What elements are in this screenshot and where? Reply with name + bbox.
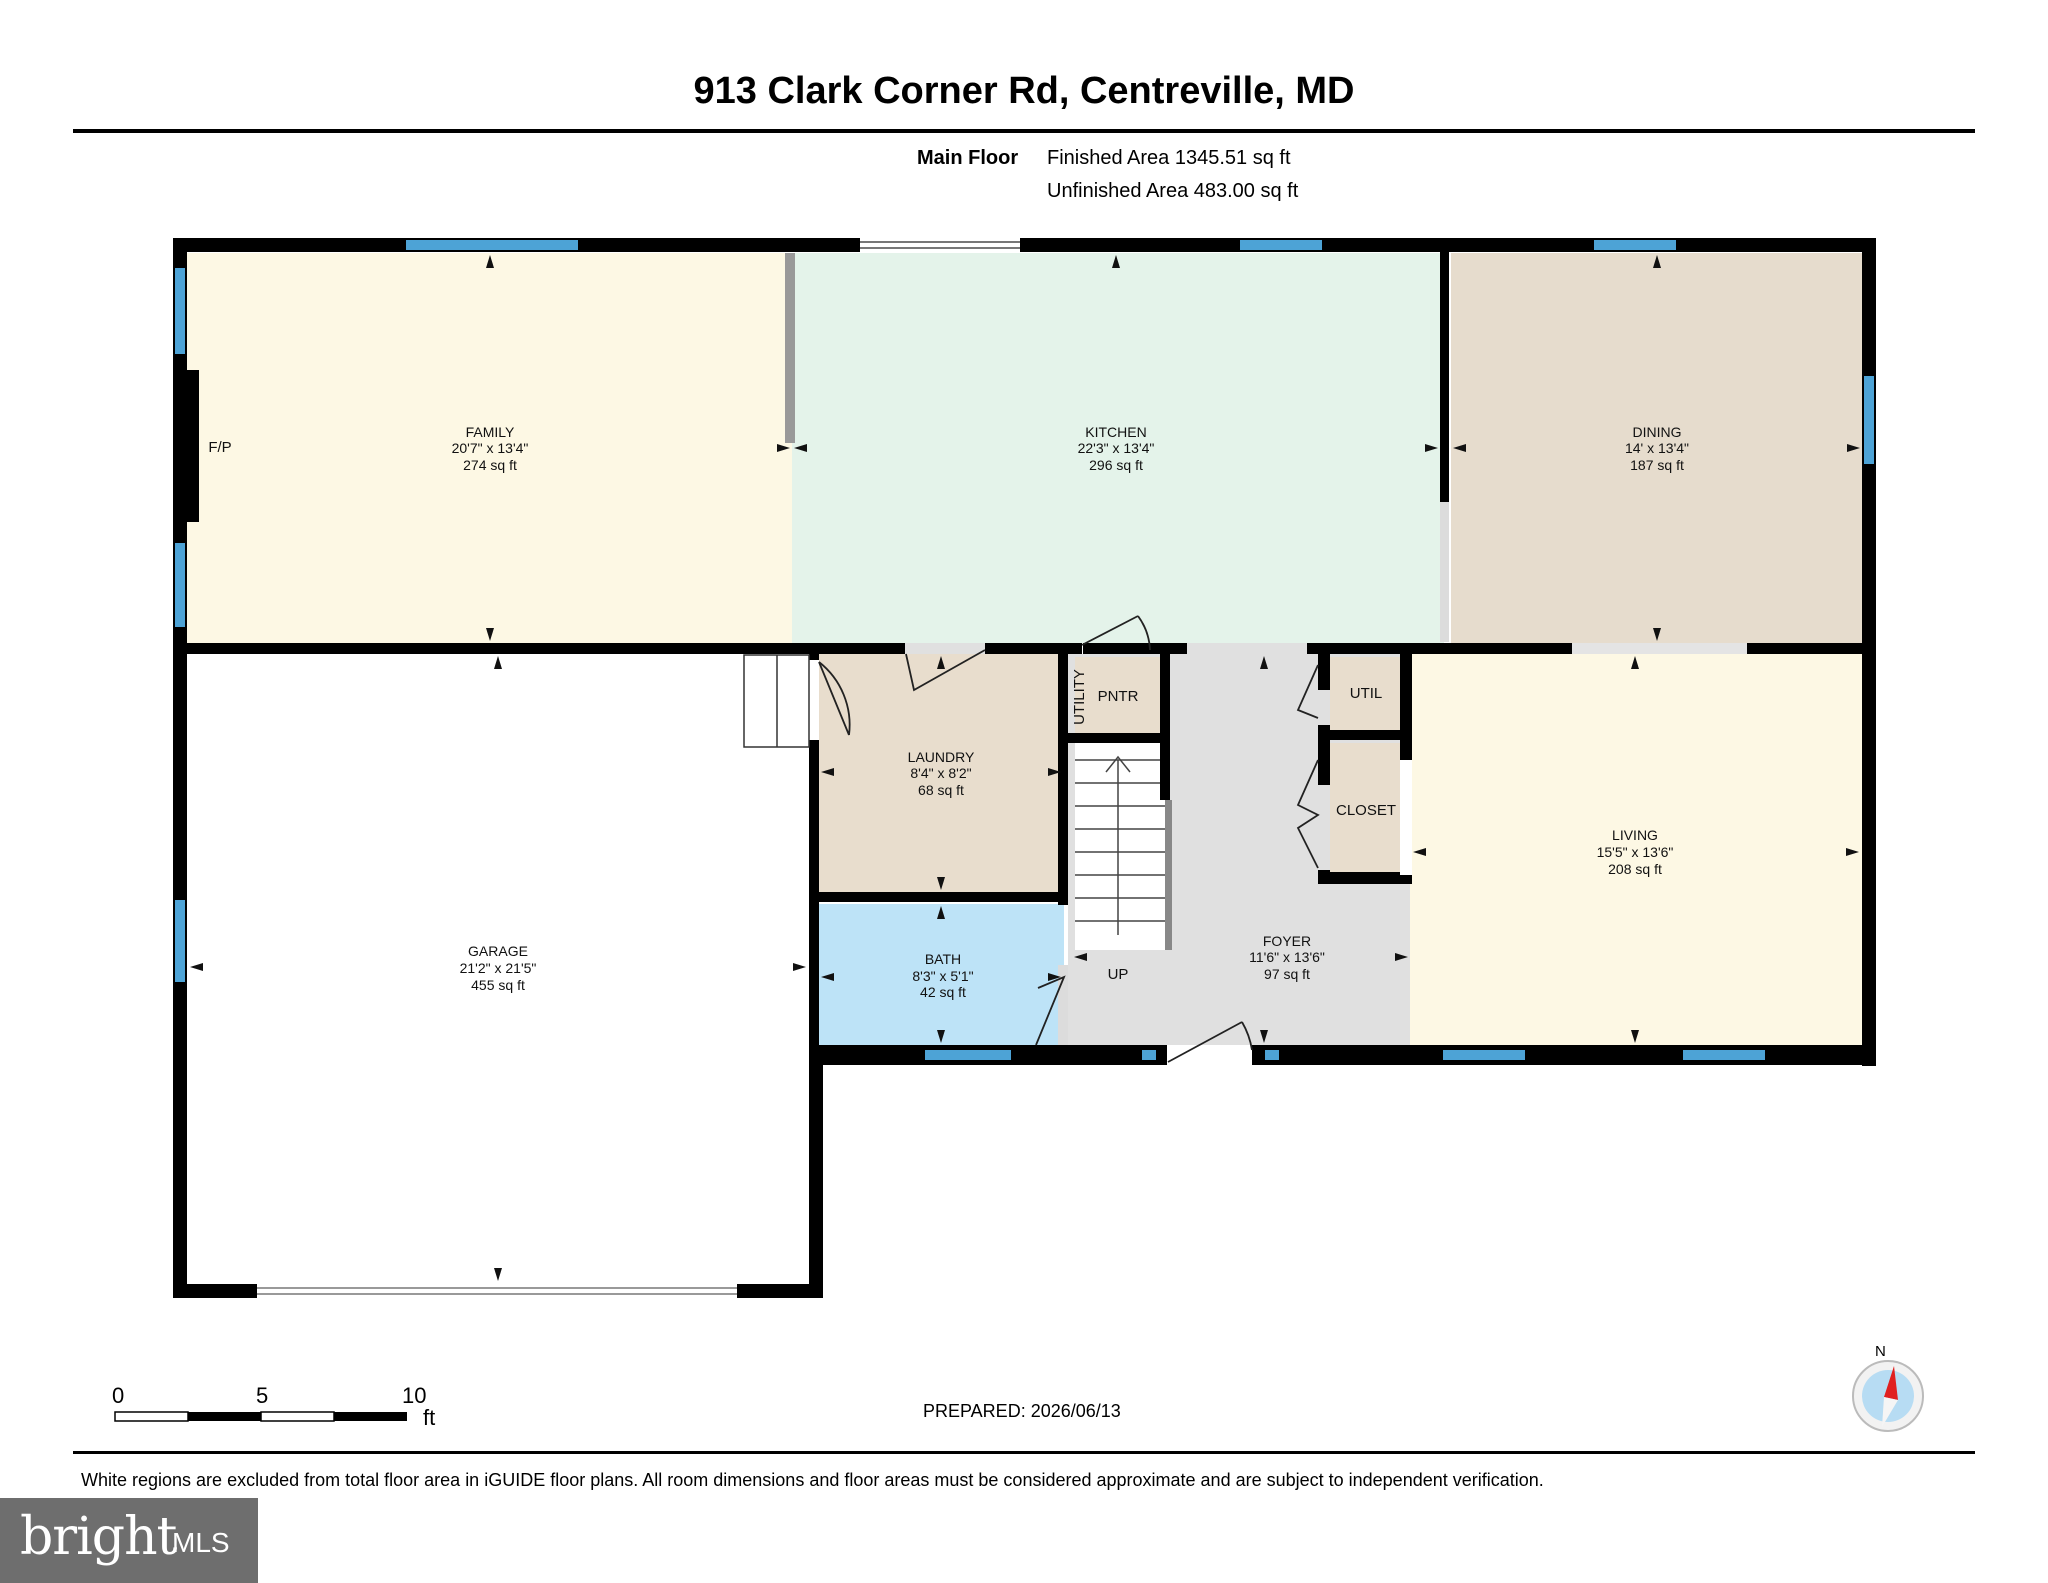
room-garage-fill <box>186 652 808 1288</box>
dimension-arrows <box>190 255 1860 1281</box>
utility-label: UTILITY <box>1071 669 1088 725</box>
dining-dims: 14' x 13'4" <box>1625 440 1689 456</box>
dining-name: DINING <box>1633 424 1682 440</box>
fireplace <box>187 370 199 522</box>
compass-north: N <box>1875 1343 1886 1360</box>
living-area: 208 sq ft <box>1608 861 1662 877</box>
bath-area: 42 sq ft <box>920 984 966 1000</box>
label-dining: DINING 14' x 13'4" 187 sq ft <box>1625 424 1689 473</box>
laundry-name: LAUNDRY <box>908 749 975 765</box>
footer-divider <box>73 1451 1975 1454</box>
pantry-label: PNTR <box>1098 688 1139 705</box>
room-laundry-fill <box>818 652 1064 897</box>
foyer-dims: 11'6" x 13'6" <box>1249 949 1325 965</box>
label-laundry: LAUNDRY 8'4" x 8'2" 68 sq ft <box>908 749 975 798</box>
finished-area: Finished Area 1345.51 sq ft <box>1047 147 1291 169</box>
disclaimer: White regions are excluded from total fl… <box>81 1470 1544 1490</box>
room-pantry-fill <box>1075 657 1161 735</box>
room-kitchen-fill <box>792 253 1444 645</box>
logo-brand: bright <box>20 1507 177 1567</box>
room-util-fill <box>1328 657 1404 731</box>
floor-name: Main Floor <box>917 147 1019 169</box>
label-bath: BATH 8'3" x 5'1" 42 sq ft <box>912 951 973 1000</box>
bright-mls-logo <box>0 1498 258 1583</box>
garage-area: 455 sq ft <box>471 977 525 993</box>
family-area: 274 sq ft <box>463 457 517 473</box>
kitchen-dims: 22'3" x 13'4" <box>1078 440 1155 456</box>
laundry-area: 68 sq ft <box>918 782 964 798</box>
scale-tick-5: 5 <box>256 1383 268 1408</box>
kitchen-name: KITCHEN <box>1085 424 1146 440</box>
label-foyer: FOYER 11'6" x 13'6" 97 sq ft <box>1249 933 1325 982</box>
door-swings <box>818 615 1320 1063</box>
label-family: FAMILY 20'7" x 13'4" 274 sq ft <box>452 424 529 473</box>
stairs-up-label: UP <box>1108 966 1129 983</box>
windows <box>175 240 1874 1060</box>
room-stairs-fill <box>1075 743 1165 950</box>
garage-name: GARAGE <box>468 943 528 959</box>
stairs <box>1075 755 1165 935</box>
scale-unit: ft <box>423 1405 435 1430</box>
dining-area: 187 sq ft <box>1630 457 1684 473</box>
counter-divider <box>785 253 795 443</box>
logo-suffix: MLS <box>172 1527 230 1558</box>
scale-tick-10: 10 <box>402 1383 426 1408</box>
family-name: FAMILY <box>466 424 515 440</box>
fireplace-label: F/P <box>208 439 231 456</box>
kitchen-area: 296 sq ft <box>1089 457 1143 473</box>
util-label: UTIL <box>1350 685 1383 702</box>
scale-bar: 0 5 10 ft <box>112 1383 435 1430</box>
label-kitchen: KITCHEN 22'3" x 13'4" 296 sq ft <box>1078 424 1155 473</box>
room-dining-fill <box>1451 253 1862 645</box>
title-divider <box>73 129 1975 133</box>
room-bath-fill <box>818 904 1064 1045</box>
closet-label: CLOSET <box>1336 802 1396 819</box>
garage-door <box>257 1287 737 1295</box>
room-family-fill <box>186 253 792 645</box>
room-living-fill <box>1410 652 1862 1045</box>
label-living: LIVING 15'5" x 13'6" 208 sq ft <box>1597 827 1674 877</box>
living-name: LIVING <box>1612 827 1658 843</box>
scale-tick-0: 0 <box>112 1383 124 1408</box>
foyer-area: 97 sq ft <box>1264 966 1310 982</box>
compass-icon: N <box>1852 1343 1924 1432</box>
plan-title: 913 Clark Corner Rd, Centreville, MD <box>693 70 1355 112</box>
stair-rail <box>1165 800 1172 950</box>
foyer-name: FOYER <box>1263 933 1311 949</box>
garage-dims: 21'2" x 21'5" <box>460 960 537 976</box>
label-garage: GARAGE 21'2" x 21'5" 455 sq ft <box>460 943 537 993</box>
prepared-date: PREPARED: 2026/06/13 <box>923 1401 1121 1421</box>
bath-name: BATH <box>925 951 961 967</box>
laundry-dims: 8'4" x 8'2" <box>910 765 971 781</box>
family-dims: 20'7" x 13'4" <box>452 440 529 456</box>
garage-steps <box>743 654 810 748</box>
bath-dims: 8'3" x 5'1" <box>912 968 973 984</box>
unfinished-area: Unfinished Area 483.00 sq ft <box>1047 180 1299 202</box>
room-closet-fill <box>1328 743 1404 873</box>
sliding-door <box>860 241 1020 249</box>
living-dims: 15'5" x 13'6" <box>1597 844 1674 860</box>
